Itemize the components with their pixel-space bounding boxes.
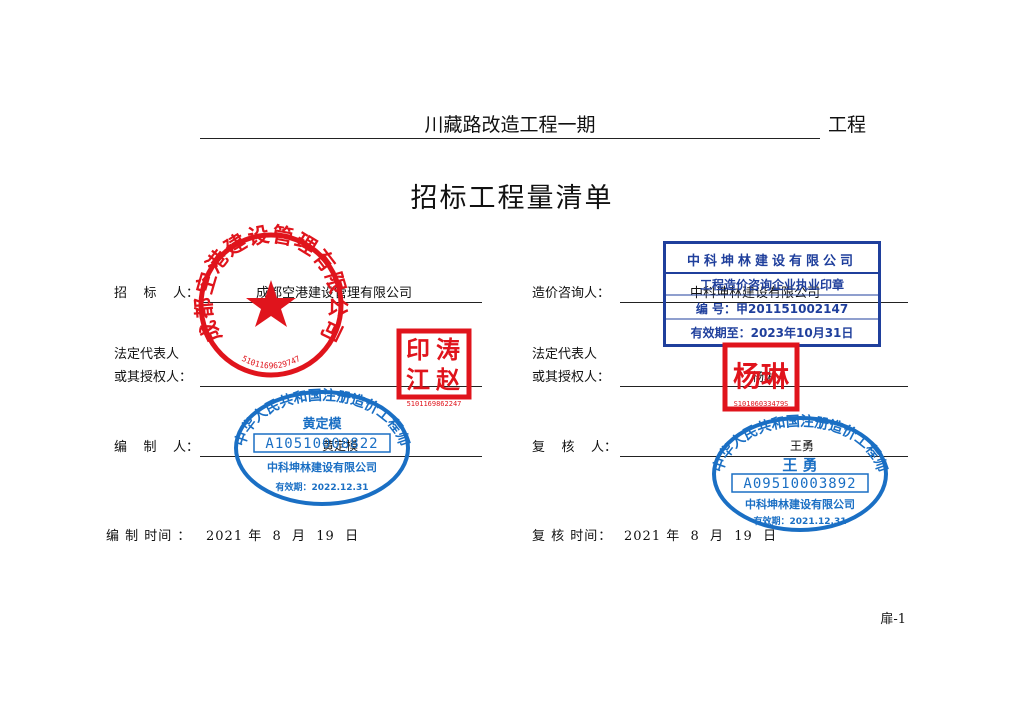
engineer-seal-left-company: 中科坤林建设有限公司 — [267, 460, 377, 474]
enterprise-seal-number: 编 号：甲201151002147 — [695, 301, 848, 316]
reviewer-value: 王勇 — [790, 439, 815, 453]
personal-seal-left-code: 5101169862247 — [407, 400, 462, 408]
page-number: 扉-1 — [880, 612, 906, 627]
legal-rep-line-left — [200, 368, 482, 387]
document-title: 招标工程量清单 — [410, 183, 614, 214]
legal-rep-label-right-1: 法定代表人 — [532, 347, 598, 362]
legal-rep-label-left-2: 或其授权人： — [114, 370, 193, 385]
enterprise-seal-icon: 中科坤林建设有限公司 工程造价咨询企业执业印章 编 号：甲20115100214… — [663, 241, 881, 347]
personal-seal-left-char: 涛 — [436, 336, 460, 364]
legal-rep-line-right — [620, 368, 908, 387]
reviewer-label: 复 核 人： — [532, 440, 618, 455]
project-suffix: 工程 — [828, 114, 867, 136]
review-date-label: 复 核 时间： — [532, 529, 613, 544]
personal-seal-right-code: S10106033479S — [734, 400, 789, 408]
consultant-value: 中科坤林建设有限公司 — [690, 286, 821, 301]
personal-seal-right-icon: 杨琳 S10106033479S — [722, 342, 800, 412]
enterprise-seal-valid: 有效期至：2023年10月31日 — [691, 325, 854, 340]
preparer-value: 黄定模 — [322, 439, 359, 453]
project-name: 川藏路改造工程一期 — [200, 112, 820, 139]
legal-rep-label-left-1: 法定代表人 — [114, 347, 180, 362]
engineer-seal-right-name: 王 勇 — [782, 456, 817, 474]
prepare-date-label: 编 制 时间 ： — [106, 529, 192, 544]
tenderer-value: 成都空港建设管理有限公司 — [256, 286, 413, 301]
preparer-label: 编 制 人： — [114, 440, 200, 455]
personal-seal-left-char: 印 — [406, 336, 430, 364]
preparer-line — [200, 438, 482, 457]
svg-text:5101169629747: 5101169629747 — [240, 354, 302, 370]
reviewer-line — [620, 438, 908, 457]
enterprise-seal-company: 中科坤林建设有限公司 — [687, 253, 857, 269]
legal-rep-label-right-2: 或其授权人： — [532, 370, 611, 385]
legal-rep-value-right: 杨琳 — [752, 370, 777, 384]
company-seal-code: 5101169629747 — [240, 354, 302, 370]
consultant-line — [620, 284, 908, 303]
personal-seal-left-char: 赵 — [435, 366, 461, 394]
engineer-seal-right-icon: 中华人民共和国注册造价工程师 王 勇 A09510003892 中科坤林建设有限… — [709, 413, 891, 532]
engineer-seal-right-valid: 有效期：2021.12.31 — [754, 515, 847, 527]
consultant-label: 造价咨询人： — [532, 286, 611, 301]
engineer-seal-left-valid: 有效期：2022.12.31 — [276, 481, 369, 493]
personal-seal-right-text: 杨琳 — [733, 360, 790, 393]
engineer-seal-left-icon: 中华人民共和国注册造价工程师 黄定模 A10510008822 中科坤林建设有限… — [231, 387, 413, 506]
engineer-seal-right-company: 中科坤林建设有限公司 — [745, 497, 855, 511]
review-date-value: 2021 年 8 月 19 日 — [624, 529, 778, 544]
engineer-seal-right-reg-no: A09510003892 — [743, 476, 856, 492]
personal-seal-left-char: 江 — [406, 366, 430, 394]
enterprise-seal-title: 工程造价咨询企业执业印章 — [700, 277, 844, 292]
tenderer-label: 招 标 人： — [114, 286, 200, 301]
prepare-date-value: 2021 年 8 月 19 日 — [206, 529, 360, 544]
company-seal-icon: 成都空港建设管理有限公司 5101169629747 — [191, 222, 350, 378]
engineer-seal-left-reg-no: A10510008822 — [265, 436, 378, 452]
engineer-seal-left-name: 黄定模 — [302, 416, 342, 432]
